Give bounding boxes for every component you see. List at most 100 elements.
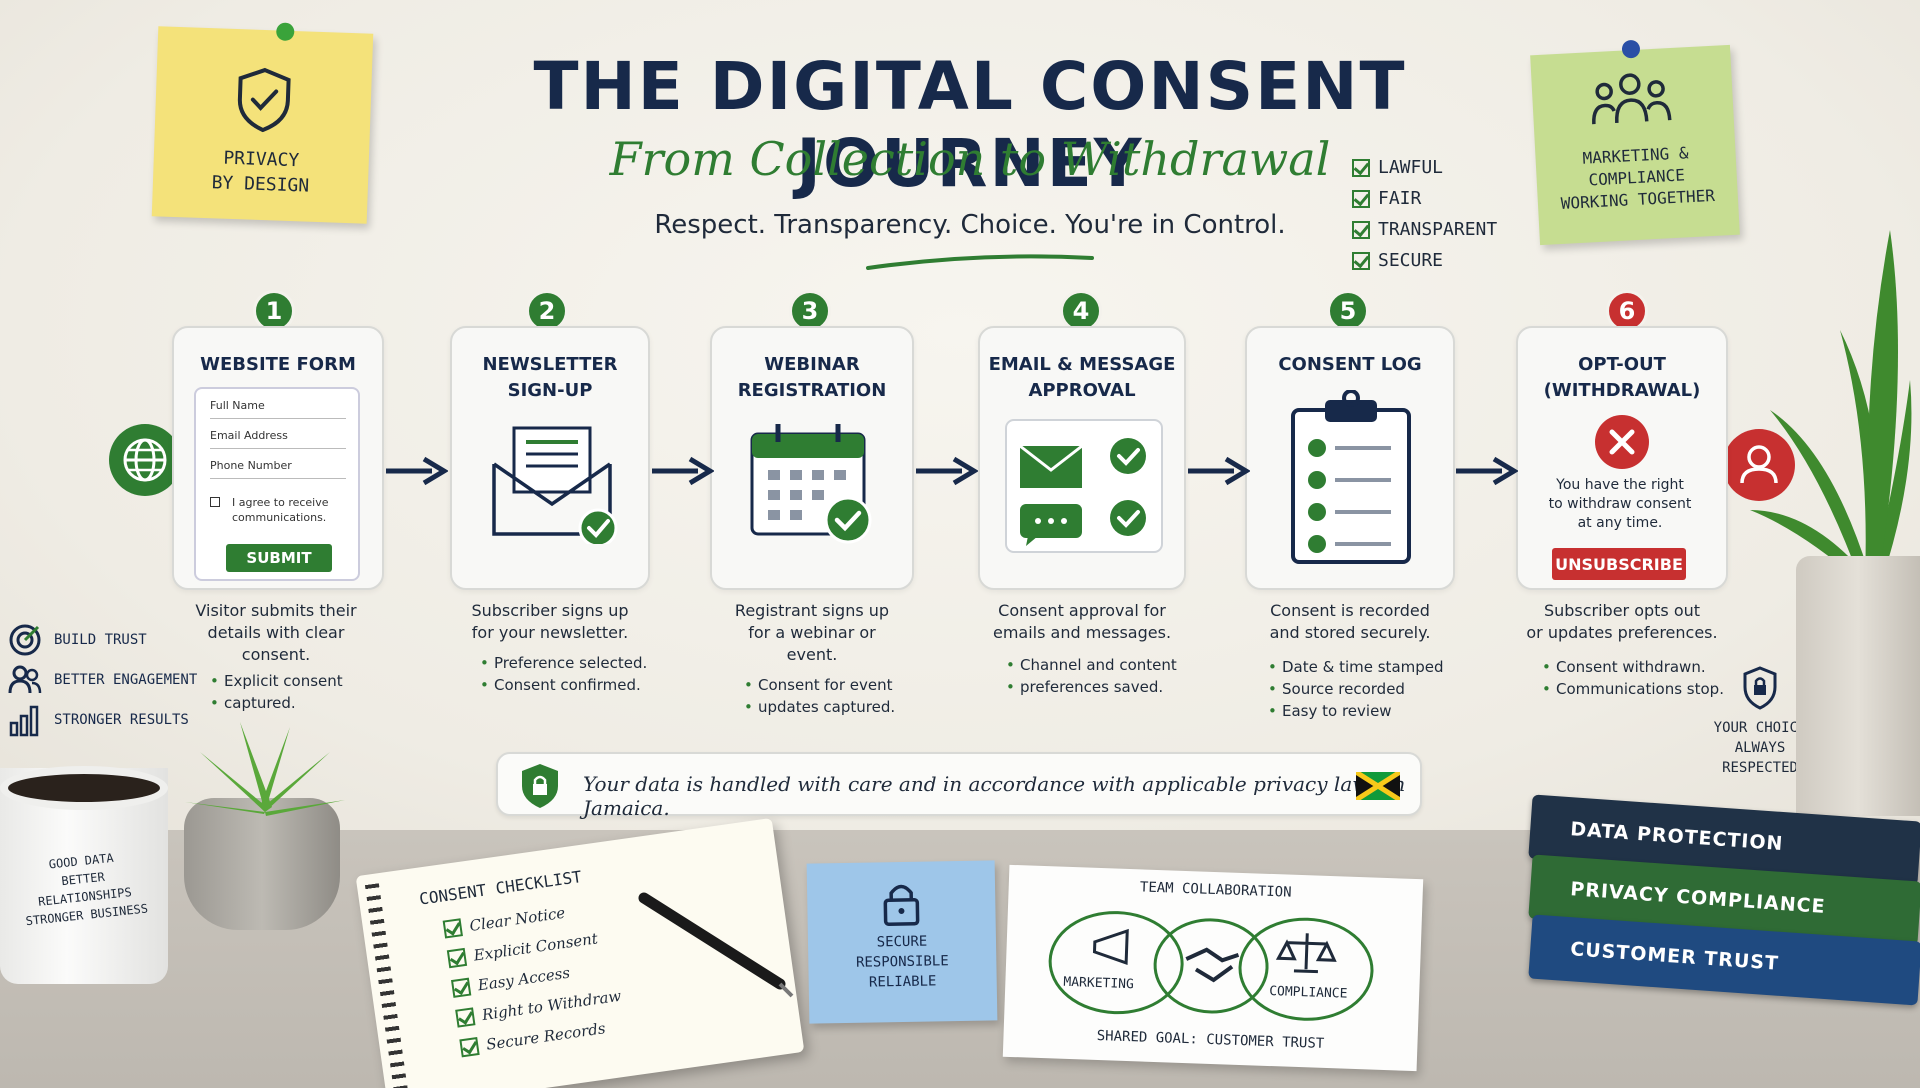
arrow-right-icon <box>652 456 714 486</box>
step-title: CONSENT LOG <box>1278 354 1422 375</box>
mug-text: Good DataBetter RelationshipsStronger Bu… <box>25 850 149 929</box>
mug-coffee-top <box>0 766 168 810</box>
pen-icon <box>638 892 794 998</box>
benefits-list: Build Trust Better Engagement Stronger R… <box>8 620 197 740</box>
page-title: THE DIGITAL CONSENT JOURNEY <box>533 48 1407 202</box>
bar-chart-icon <box>9 705 39 737</box>
checklist-item: Explicit Consent <box>446 929 599 969</box>
step-card-consent-log: CONSENT LOG <box>1245 326 1455 590</box>
target-icon <box>9 624 41 656</box>
team-icon <box>1592 73 1672 125</box>
user-icon <box>1723 429 1795 501</box>
submit-button[interactable]: SUBMIT <box>226 544 332 572</box>
checklist-item: Secure Records <box>459 1019 607 1058</box>
sticky-note-secure: SecureResponsibleReliable <box>806 860 998 1024</box>
plant-pot <box>1796 556 1920 816</box>
succulent-icon <box>185 722 345 816</box>
step-bullets: Consent for eventupdates captured. <box>744 674 895 718</box>
step-bullets: Preference selected.Consent confirmed. <box>480 652 647 696</box>
benefit-item: Stronger Results <box>8 700 197 740</box>
signup-form: Full Name Email Address Phone Number I a… <box>194 387 360 581</box>
succulent-pot <box>184 798 340 930</box>
team-collaboration-paper: Team Collaboration Marketing Compliance … <box>1002 864 1424 1072</box>
arrow-right-icon <box>1188 456 1250 486</box>
checkbox-icon <box>1352 251 1370 270</box>
banner-text: Your data is handled with care and in ac… <box>583 772 1406 820</box>
newsletter-envelope-icon <box>492 426 618 544</box>
tagline: Respect. Transparency. Choice. You're in… <box>654 210 1286 240</box>
principle-item: Fair <box>1352 183 1497 214</box>
phone-field[interactable]: Phone Number <box>210 459 346 479</box>
step-number-badge: 4 <box>1060 290 1102 332</box>
jamaica-flag-icon <box>1356 772 1400 800</box>
underline-swoosh <box>866 254 1094 270</box>
full-name-field[interactable]: Full Name <box>210 399 346 419</box>
people-icon <box>8 665 42 694</box>
principle-item: Transparent <box>1352 214 1497 245</box>
checklist-item: Clear Notice <box>442 904 566 939</box>
clipboard-icon <box>1291 390 1411 564</box>
team-compliance-label: Compliance <box>1268 983 1348 1002</box>
withdraw-x-icon <box>1595 415 1649 469</box>
arrow-right-icon <box>916 456 978 486</box>
checkbox-icon <box>450 977 472 998</box>
step-number-badge: 3 <box>789 290 831 332</box>
pin-icon <box>275 22 295 42</box>
arrow-right-icon <box>1456 456 1518 486</box>
checkbox-icon <box>459 1037 480 1058</box>
checkbox-icon <box>455 1007 476 1028</box>
step-card-opt-out: OPT-OUT(WITHDRAWAL) <box>1516 326 1728 590</box>
pin-icon <box>1621 39 1641 59</box>
calendar-icon <box>750 424 872 544</box>
sticky-note-teamwork: Marketing & Compliance Working Together <box>1530 39 1740 246</box>
team-title: Team Collaboration <box>1139 879 1292 901</box>
checkbox-icon <box>210 497 220 507</box>
checkbox-icon <box>442 918 463 939</box>
globe-icon <box>109 424 181 496</box>
page-subtitle: From Collection to Withdrawal <box>609 132 1331 186</box>
benefit-item: Build Trust <box>8 620 197 660</box>
sticky-note-privacy: Privacy By Design <box>151 22 374 224</box>
unsubscribe-button[interactable]: UNSUBSCRIBE <box>1552 548 1686 580</box>
checklist-title: Consent Checklist <box>418 867 583 909</box>
checkbox-icon <box>446 947 468 969</box>
your-choice-note: Your ChoiceAlwaysRespected <box>1713 720 1807 776</box>
email-message-approval-icon <box>1005 419 1163 553</box>
team-marketing-label: Marketing <box>1063 974 1135 993</box>
step-title: WEBSITE FORM <box>200 354 356 375</box>
benefit-item: Better Engagement <box>8 660 197 700</box>
shield-lock-icon <box>522 764 558 808</box>
venn-diagram <box>1048 911 1374 1021</box>
step-number-badge: 1 <box>253 290 295 332</box>
arrow-right-icon <box>386 456 448 486</box>
principle-item: Lawful <box>1352 152 1497 183</box>
email-field[interactable]: Email Address <box>210 429 346 449</box>
checkbox-icon <box>1352 220 1370 239</box>
checkbox-icon <box>1352 189 1370 208</box>
principle-item: Secure <box>1352 245 1497 276</box>
blue-note-text: SecureResponsibleReliable <box>855 933 949 991</box>
step-bullets: Consent withdrawn.Communications stop. <box>1542 656 1724 700</box>
privacy-banner: Your data is handled with care and in ac… <box>496 752 1422 820</box>
shield-lock-icon <box>1743 666 1777 710</box>
step-bullets: Date & time stampedSource recordedEasy t… <box>1268 656 1444 722</box>
team-goal: Shared Goal: Customer Trust <box>1096 1027 1325 1052</box>
step-number-badge: 5 <box>1327 290 1369 332</box>
plant-icon <box>1750 230 1912 580</box>
principles-checklist: Lawful Fair Transparent Secure <box>1352 152 1497 276</box>
step-title: OPT-OUT(WITHDRAWAL) <box>1543 354 1701 401</box>
checkbox-icon <box>1352 158 1370 177</box>
